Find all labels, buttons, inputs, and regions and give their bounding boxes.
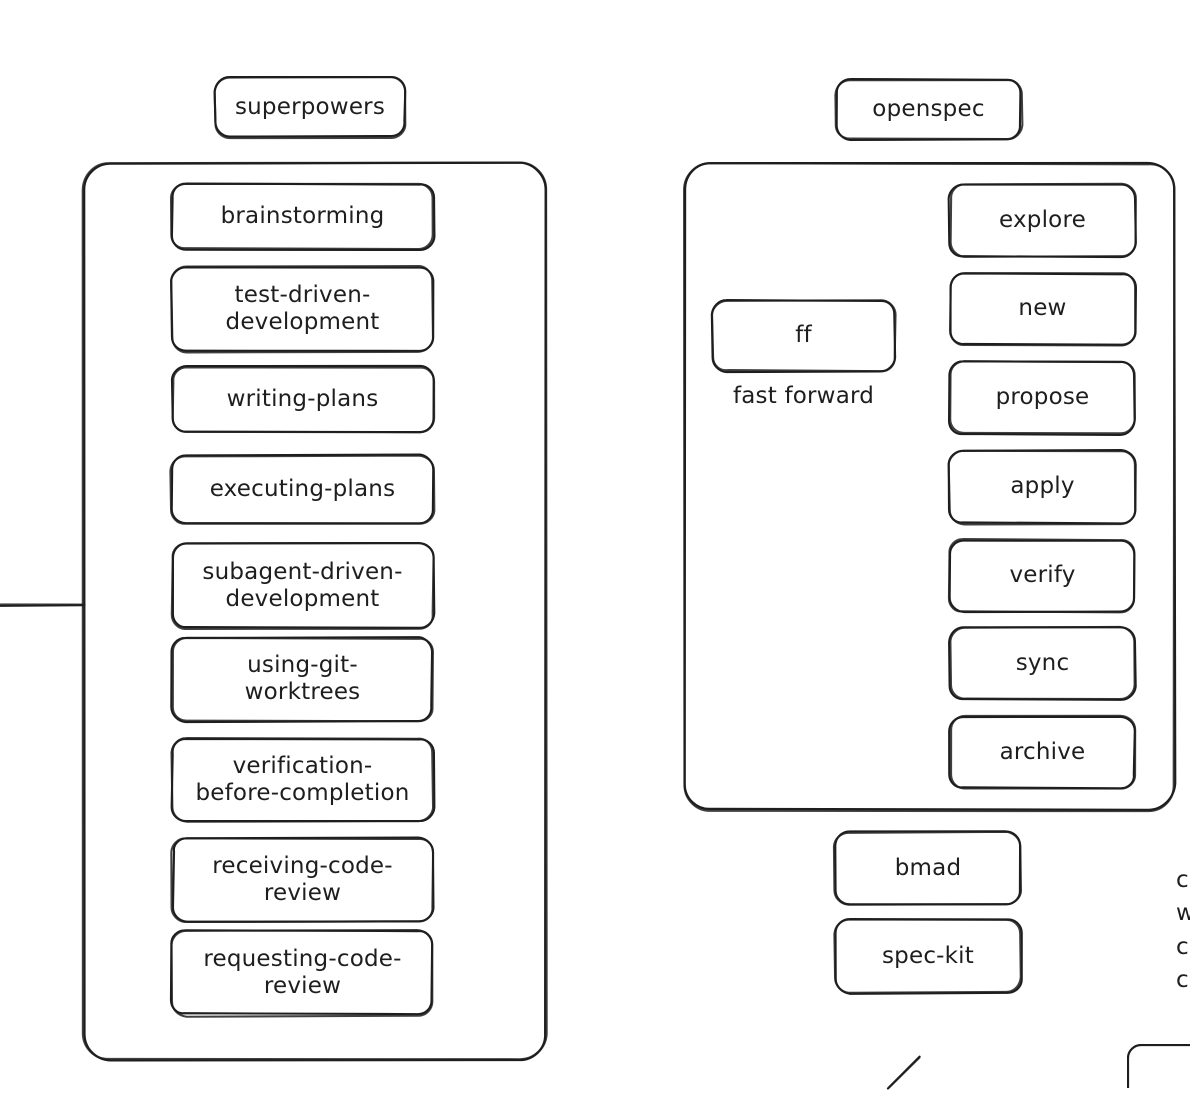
node-bmad[interactable]: bmad	[832, 830, 1023, 906]
item-openspec-1[interactable]: new	[949, 272, 1137, 347]
item-superpowers-5[interactable]: using-git- worktrees	[170, 636, 434, 724]
item-openspec-ff[interactable]: ff	[710, 299, 897, 374]
item-openspec-ff-label: ff	[795, 322, 812, 349]
group-title-superpowers-label: superpowers	[234, 93, 386, 120]
edge-diagonal-stub	[886, 1055, 921, 1090]
node-bmad-label: bmad	[894, 854, 962, 881]
item-superpowers-0[interactable]: brainstorming	[169, 182, 436, 251]
edge-left-connector	[0, 603, 86, 607]
item-superpowers-8-label: requesting-code- review	[203, 945, 402, 999]
item-superpowers-6[interactable]: verification- before-completion	[170, 737, 436, 823]
item-superpowers-7-label: receiving-code- review	[212, 852, 393, 906]
item-superpowers-3-label: executing-plans	[209, 475, 396, 502]
item-openspec-4-label: verify	[1009, 562, 1076, 589]
item-superpowers-3[interactable]: executing-plans	[169, 453, 436, 525]
item-superpowers-1-label: test-driven- development	[225, 281, 380, 335]
item-openspec-2-label: propose	[995, 384, 1090, 411]
item-superpowers-1[interactable]: test-driven- development	[170, 265, 435, 354]
node-spec-kit-label: spec-kit	[881, 942, 974, 969]
item-openspec-5-label: sync	[1015, 650, 1070, 677]
item-superpowers-5-label: using-git- worktrees	[244, 651, 361, 705]
item-superpowers-4-label: subagent-driven- development	[202, 558, 403, 612]
item-openspec-0[interactable]: explore	[947, 182, 1137, 259]
item-superpowers-7[interactable]: receiving-code- review	[170, 836, 435, 923]
node-spec-kit[interactable]: spec-kit	[833, 918, 1023, 995]
group-title-openspec[interactable]: openspec	[834, 77, 1024, 142]
item-superpowers-8[interactable]: requesting-code- review	[169, 928, 434, 1018]
group-title-openspec-label: openspec	[872, 95, 985, 122]
item-superpowers-6-label: verification- before-completion	[195, 752, 410, 806]
group-title-superpowers[interactable]: superpowers	[213, 75, 407, 140]
item-openspec-5[interactable]: sync	[948, 625, 1137, 701]
item-openspec-6[interactable]: archive	[948, 714, 1137, 790]
item-superpowers-2-label: writing-plans	[226, 385, 379, 412]
item-superpowers-2[interactable]: writing-plans	[170, 364, 436, 434]
item-openspec-4[interactable]: verify	[947, 538, 1136, 614]
clipped-bottom-right-node[interactable]	[1127, 1044, 1190, 1088]
item-openspec-3-label: apply	[1010, 473, 1075, 500]
ff-caption: fast forward	[732, 383, 875, 409]
clipped-right-text: c w c c	[1176, 867, 1190, 994]
item-openspec-6-label: archive	[999, 739, 1086, 766]
item-openspec-3[interactable]: apply	[947, 448, 1137, 526]
item-superpowers-0-label: brainstorming	[220, 202, 385, 229]
item-openspec-2[interactable]: propose	[947, 360, 1136, 437]
item-superpowers-4[interactable]: subagent-driven- development	[170, 542, 436, 630]
item-openspec-1-label: new	[1018, 295, 1067, 322]
item-openspec-0-label: explore	[999, 207, 1086, 234]
